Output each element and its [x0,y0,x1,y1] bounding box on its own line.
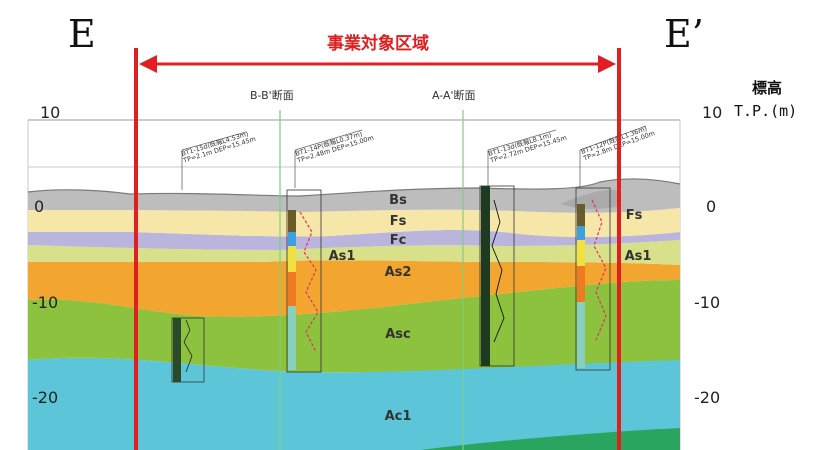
right-tick-10: 10 [702,103,722,122]
strata [27,178,681,450]
layer-label-bs: Bs [389,193,407,208]
layer-label-fs: Fs [390,214,407,229]
left-elevation-axis: 10 0 -10 -20 [32,103,60,407]
borehole-1-column [171,317,205,383]
borehole-2-column [286,189,322,373]
project-area-arrow-right-head [598,55,616,73]
section-end-label: E’ [664,12,704,56]
layer-asc [28,280,680,373]
borehole-2-note: BT1-14P(既報L0.37m) TP=2.48m DEP=15.00m [294,130,375,165]
layer-deep [420,428,680,450]
layer-as1 [28,240,680,265]
left-tick-0: 0 [34,197,44,216]
layer-label-as2: As2 [385,265,412,280]
layer-label-fc: Fc [390,233,407,248]
right-elevation-axis: 10 0 -10 -20 [694,103,722,407]
fill-top-edge [27,178,681,197]
project-area-arrow-left-head [139,55,157,73]
borehole-1-note: BT1-15d(既報L4.53m) TP=2.1m DEP=15.45m [180,130,257,165]
layer-ac1 [28,357,680,450]
project-area-boundary: 事業対象区域 [134,33,621,450]
bb-section-label: B-B'断面 [250,88,294,102]
aa-section-label: A-A'断面 [432,88,476,102]
layer-bs [28,178,680,213]
layer-fs [28,208,680,238]
elevation-label: 標高 [752,79,782,97]
borehole-4-column [575,187,611,371]
borehole-3-column [479,185,515,367]
borehole-leaders [181,125,647,190]
right-tick-minus10: -10 [694,293,720,312]
section-start-label: E [68,12,96,56]
layer-label-ac1: Ac1 [385,409,412,424]
borehole-notes: BT1-15d(既報L4.53m) TP=2.1m DEP=15.45m BT1… [180,125,656,165]
borehole-3-note: BT1-13d(既報L8.1m) TP=2.72m DEP=15.45m [487,131,568,165]
left-tick-minus20: -20 [32,388,58,407]
layer-labels: Bs Fs Fs Fc As1 As1 As2 Asc Ac1 [329,193,652,424]
left-tick-minus10: -10 [32,293,58,312]
layer-label-asc: Asc [385,327,411,342]
layer-label-as1: As1 [329,249,356,264]
right-tick-minus20: -20 [694,388,720,407]
layer-fc [28,230,680,250]
right-tick-0: 0 [706,197,716,216]
layer-label-as1-right: As1 [625,249,652,264]
layer-as2 [28,260,680,317]
project-area-label: 事業対象区域 [327,33,429,54]
layer-label-fs-right: Fs [626,208,643,223]
left-tick-10: 10 [40,103,60,122]
elevation-unit: T.P.(m) [734,102,797,120]
layer-bs-wedge [560,189,620,209]
